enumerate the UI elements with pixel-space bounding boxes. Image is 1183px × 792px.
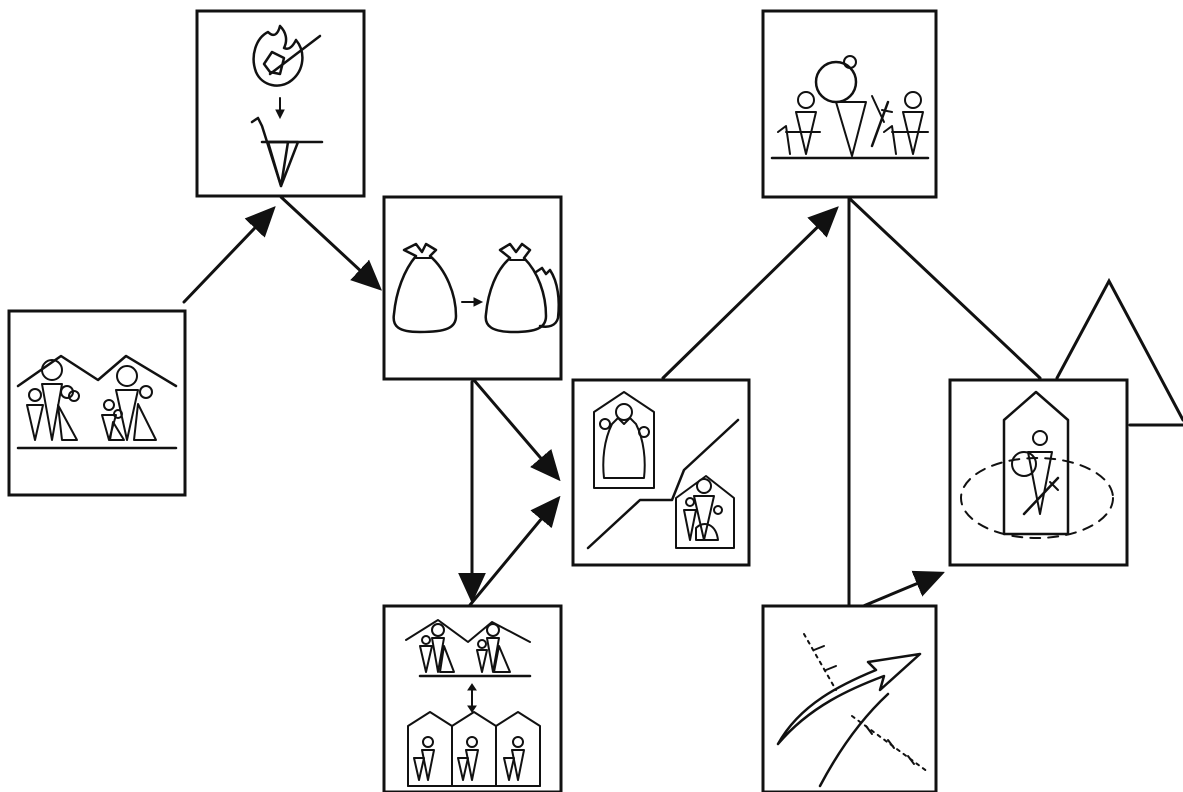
connector-family-to-fire xyxy=(182,210,272,304)
panel-family-village xyxy=(7,309,187,497)
panel-frame xyxy=(7,309,187,497)
connector-divided-to-warrior xyxy=(661,210,835,380)
connector-lines xyxy=(182,195,1183,614)
open-triangle-outline xyxy=(1055,277,1183,422)
panel-frame xyxy=(382,195,563,381)
panel-grain-sacks xyxy=(382,195,563,381)
fire-sacrifice-icon xyxy=(250,24,324,188)
panel-frame xyxy=(761,604,938,792)
connector-fire-to-sacks xyxy=(279,195,378,287)
family-village-icon xyxy=(16,354,178,450)
houses-growth-icon xyxy=(405,619,541,787)
panel-expansion-arrow xyxy=(761,604,938,792)
panel-fire-sacrifice xyxy=(195,9,366,198)
connector-sacks-to-divided xyxy=(471,377,557,477)
panel-fortified-house xyxy=(948,378,1129,567)
grain-sacks-icon xyxy=(392,242,560,334)
expansion-arrow-icon xyxy=(776,633,929,788)
connector-growth-to-divided xyxy=(468,500,557,607)
panel-divided-households xyxy=(571,378,751,567)
connector-warrior-to-fortress xyxy=(847,196,1042,380)
divided-households-icon xyxy=(586,391,740,550)
panel-frame xyxy=(761,9,938,199)
warrior-leader-icon xyxy=(770,55,930,160)
panel-warrior-leader xyxy=(761,9,938,199)
panel-houses-growth xyxy=(382,604,563,792)
fortified-house-icon xyxy=(960,390,1114,539)
